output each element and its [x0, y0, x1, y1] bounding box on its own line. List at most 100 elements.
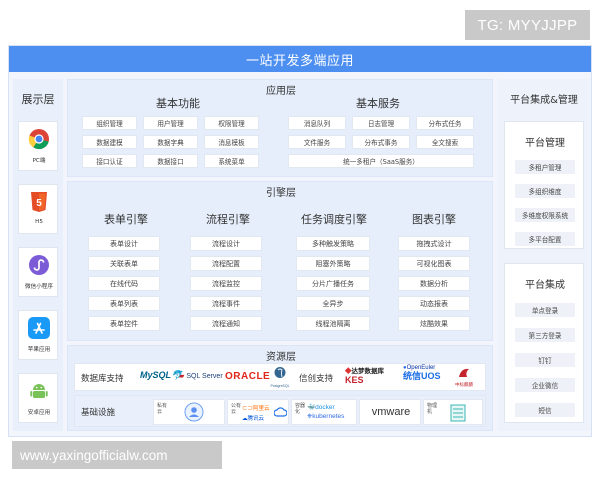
management-item: 多平台配置	[515, 232, 575, 246]
engine-chip: 表单设计	[88, 236, 160, 251]
service-chip: 消息队列	[288, 116, 346, 130]
app-store-icon	[28, 317, 50, 339]
client-label: H5	[35, 219, 43, 225]
neokylin-logo: 中标麒麟	[449, 366, 479, 388]
engine-chip: 流程配置	[190, 256, 262, 271]
chart-engine-title: 图表引擎	[412, 213, 456, 226]
client-pc: PC端	[18, 121, 58, 171]
client-android: 安卓应用	[18, 373, 58, 423]
aliyun-logo: ⊂⊃阿里云	[242, 406, 270, 412]
client-wechat-mini: 微信小程序	[18, 247, 58, 297]
engine-chip: 拖拽式设计	[398, 236, 470, 251]
client-h5: 5 H5	[18, 184, 58, 234]
telegram-watermark: TG: MYYJJPP	[465, 10, 590, 40]
public-cloud-tile: 公有云 ⊂⊃阿里云 ☁腾讯云	[227, 399, 289, 425]
container-caption: 容器化	[295, 403, 306, 415]
function-chip: 权限管理	[204, 116, 259, 130]
service-chip: 分布式事务	[352, 135, 410, 149]
engine-chip: 表单控件	[88, 316, 160, 331]
presentation-layer: 展示层 PC端 5 H5 微信小程序	[13, 79, 63, 431]
openeuler-uos-logo: ●OpenEuler 统信UOS	[403, 365, 441, 381]
engine-chip: 流程事件	[190, 296, 262, 311]
basic-functions-title: 基本功能	[156, 97, 200, 110]
architecture-diagram: 一站开发多端应用 展示层 PC端 5 H5	[8, 45, 592, 437]
engine-chip: 多种触发策略	[296, 236, 370, 251]
engine-chip: 炫酷效果	[398, 316, 470, 331]
container-tile: 容器化 🐳docker ⎈kubernetes	[291, 399, 357, 425]
engine-chip: 数据分析	[398, 276, 470, 291]
platform-management-box: 平台管理 多租户管理 多组织维度 多维度权限系统 多平台配置	[504, 121, 584, 249]
postgresql-logo: PostgreSQL	[269, 366, 291, 388]
engine-layer-title: 引擎层	[266, 188, 296, 199]
physical-machine-caption: 物理机	[427, 403, 438, 415]
function-chip: 消息模板	[204, 135, 259, 149]
html5-icon: 5	[31, 192, 47, 212]
xinchuang-support-label: 信创支持	[299, 374, 334, 384]
function-chip: 系统菜单	[204, 154, 259, 168]
task-scheduling-engine-title: 任务调度引擎	[301, 213, 367, 226]
management-item: 多维度权限系统	[515, 208, 575, 222]
integration-item: 钉钉	[515, 353, 575, 367]
engine-chip: 表单列表	[88, 296, 160, 311]
engine-chip: 可视化图表	[398, 256, 470, 271]
service-chip: 日志管理	[352, 116, 410, 130]
form-engine-title: 表单引擎	[104, 213, 148, 226]
integration-item: 短信	[515, 403, 575, 417]
server-icon	[450, 404, 466, 422]
presentation-layer-title: 展示层	[21, 93, 55, 106]
process-engine-title: 流程引擎	[206, 213, 250, 226]
resource-layer: 资源层 数据库支持 MySQL🐬 ▰ SQL Server ORACLE Pos…	[67, 345, 493, 431]
application-layer: 应用层 基本功能 组织管理 用户管理 权限管理 数据建模 数据字典 消息模板 接…	[67, 79, 493, 177]
application-layer-title: 应用层	[266, 86, 296, 97]
function-chip: 接口认证	[82, 154, 137, 168]
mini-program-icon	[29, 255, 49, 275]
engine-chip: 动态报表	[398, 296, 470, 311]
service-chip: 文件服务	[288, 135, 346, 149]
engine-chip: 在线代码	[88, 276, 160, 291]
engine-chip: 全异步	[296, 296, 370, 311]
oracle-logo: ORACLE	[225, 371, 271, 382]
public-cloud-caption: 公有云	[231, 403, 242, 415]
chrome-icon	[28, 129, 49, 150]
integration-item: 第三方登录	[515, 328, 575, 342]
service-chip: 分布式任务	[416, 116, 474, 130]
engine-chip: 阻塞外策略	[296, 256, 370, 271]
svg-text:5: 5	[36, 198, 42, 209]
function-chip: 组织管理	[82, 116, 137, 130]
database-support-row: 数据库支持 MySQL🐬 ▰ SQL Server ORACLE Postgre…	[74, 363, 486, 391]
private-cloud-tile: 私有云	[153, 399, 225, 425]
platform-column-title: 平台集成&管理	[510, 95, 578, 106]
physical-machine-tile: 物理机	[423, 399, 483, 425]
cloud-icon	[274, 407, 287, 417]
service-chip: 全文搜索	[416, 135, 474, 149]
docker-logo: 🐳docker	[307, 404, 335, 411]
elephant-icon	[274, 367, 286, 378]
integration-item: 单点登录	[515, 303, 575, 317]
kubernetes-logo: ⎈kubernetes	[307, 413, 345, 420]
management-item: 多组织维度	[515, 184, 575, 198]
client-ios: 苹果应用	[18, 310, 58, 360]
engine-chip: 线程池隔离	[296, 316, 370, 331]
client-label: PC端	[32, 158, 46, 164]
infrastructure-label: 基础设施	[81, 408, 116, 418]
client-label: 微信小程序	[25, 284, 53, 290]
engine-layer: 引擎层 表单引擎 表单设计 关联表单 在线代码 表单列表 表单控件 流程引擎 流…	[67, 181, 493, 341]
website-watermark: www.yaxingofficialw.com	[12, 441, 222, 469]
cloud-user-icon	[184, 402, 204, 422]
android-icon	[28, 380, 50, 402]
client-label: 苹果应用	[27, 347, 51, 353]
infrastructure-row: 基础设施 私有云 公有云 ⊂⊃阿里云 ☁腾讯云	[74, 395, 486, 427]
integration-item: 企业微信	[515, 378, 575, 392]
platform-integration-title: 平台集成	[525, 280, 565, 291]
management-item: 多租户管理	[515, 160, 575, 174]
dameng-kes-logo: ◆达梦数据库 KES	[345, 368, 384, 385]
database-support-label: 数据库支持	[81, 374, 124, 384]
client-label: 安卓应用	[27, 410, 51, 416]
platform-integration-box: 平台集成 单点登录 第三方登录 钉钉 企业微信 短信	[504, 263, 584, 423]
private-cloud-caption: 私有云	[157, 403, 168, 415]
function-chip: 数据建模	[82, 135, 137, 149]
platform-integration-management: 平台集成&管理 平台管理 多租户管理 多组织维度 多维度权限系统 多平台配置 平…	[498, 79, 590, 431]
engine-chip: 流程监控	[190, 276, 262, 291]
engine-chip: 关联表单	[88, 256, 160, 271]
kylin-icon	[459, 368, 469, 377]
